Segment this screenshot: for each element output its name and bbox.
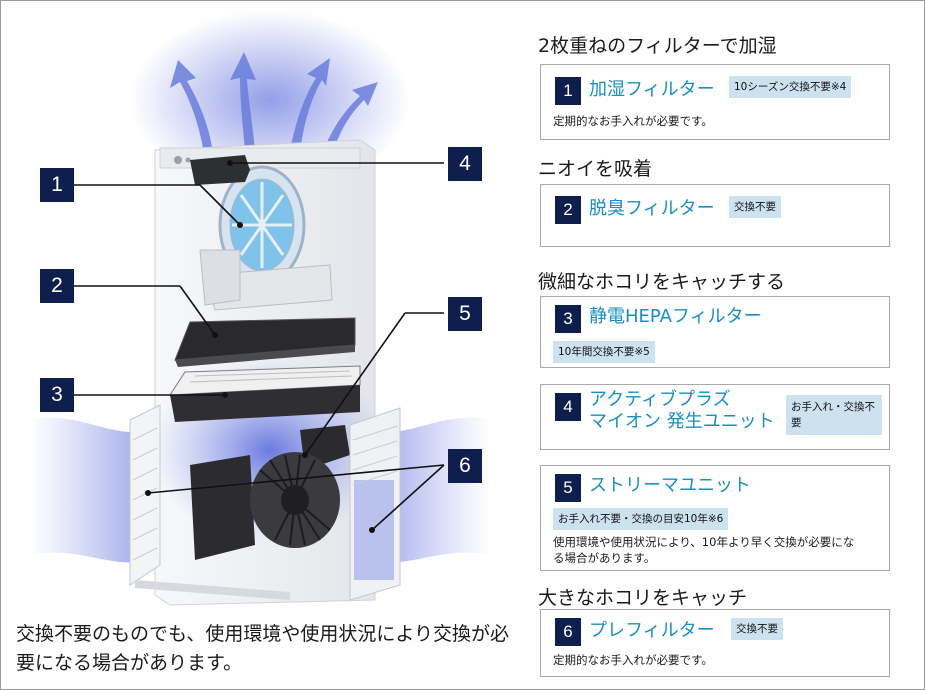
callout-4: 4 — [448, 147, 482, 181]
callout-6: 6 — [448, 449, 482, 483]
callout-2: 2 — [40, 269, 74, 303]
card-plasma-ion-unit: 4 アクティブプラズ マイオン 発生ユニット お手入れ・交換不要 — [540, 384, 890, 450]
pre-filter-left-drawing — [129, 404, 161, 586]
pre-filter-right-drawing — [349, 407, 401, 601]
card-name: 脱臭フィルター — [589, 198, 715, 219]
callout-1: 1 — [40, 168, 74, 202]
exploded-product-diagram: 1 2 3 4 5 6 — [30, 10, 490, 606]
card-pre-filter: 6 プレフィルター 交換不要 定期的なお手入れが必要です。 — [540, 609, 890, 677]
section-title-fine-dust: 微細なホコリをキャッチする — [538, 271, 786, 293]
card-number: 6 — [555, 618, 581, 646]
card-number: 2 — [555, 196, 581, 224]
card-number: 3 — [555, 305, 581, 333]
card-name: ストリーマユニット — [589, 475, 751, 496]
card-desc: 定期的なお手入れが必要です。 — [553, 114, 713, 128]
humidifying-filter-drawing — [199, 165, 333, 311]
section-title-humidify: 2枚重ねのフィルターで加湿 — [538, 35, 777, 57]
purifier-exploded-drawing — [30, 10, 490, 606]
footnote: 交換不要のものでも、使用環境や使用状況により交換が必要になる場合があります。 — [16, 623, 510, 674]
card-number: 4 — [555, 393, 581, 421]
card-number: 1 — [555, 77, 581, 105]
card-desc: 使用環境や使用状況により、10年より早く交換が必要になる場合があります。 — [553, 535, 855, 565]
section-title-large-dust: 大きなホコリをキャッチ — [538, 587, 748, 609]
callout-5: 5 — [448, 297, 482, 331]
callout-3: 3 — [40, 378, 74, 412]
card-badge: お手入れ・交換不要 — [786, 395, 882, 435]
card-number: 5 — [555, 474, 581, 502]
card-deodorizing-filter: 2 脱臭フィルター 交換不要 — [540, 184, 890, 247]
card-name: 静電HEPAフィルター — [589, 306, 762, 327]
card-streamer-unit: 5 ストリーマユニット お手入れ不要・交換の目安10年※6 使用環境や使用状況に… — [540, 465, 890, 571]
card-name-line1: アクティブプラズ — [589, 389, 731, 410]
card-desc: 定期的なお手入れが必要です。 — [553, 653, 713, 667]
card-hepa-filter: 3 静電HEPAフィルター 10年間交換不要※5 — [540, 296, 890, 368]
card-badge: 10年間交換不要※5 — [553, 341, 655, 363]
card-name-line2: マイオン 発生ユニット — [589, 411, 775, 432]
airflow-wave-left — [30, 417, 150, 563]
card-badge: お手入れ不要・交換の目安10年※6 — [553, 508, 729, 530]
card-name: 加湿フィルター — [589, 79, 715, 100]
card-badge: 10シーズン交換不要※4 — [729, 76, 852, 98]
card-badge: 交換不要 — [729, 196, 781, 218]
top-panel — [159, 147, 361, 169]
card-badge: 交換不要 — [731, 618, 783, 640]
card-humidifying-filter: 1 加湿フィルター 10シーズン交換不要※4 定期的なお手入れが必要です。 — [540, 64, 890, 140]
plasma-ion-unit-drawing — [190, 155, 250, 185]
leader-lines — [74, 162, 445, 531]
card-name: プレフィルター — [589, 620, 715, 641]
section-title-odor: ニオイを吸着 — [538, 158, 653, 180]
fan-drawing — [190, 452, 340, 560]
